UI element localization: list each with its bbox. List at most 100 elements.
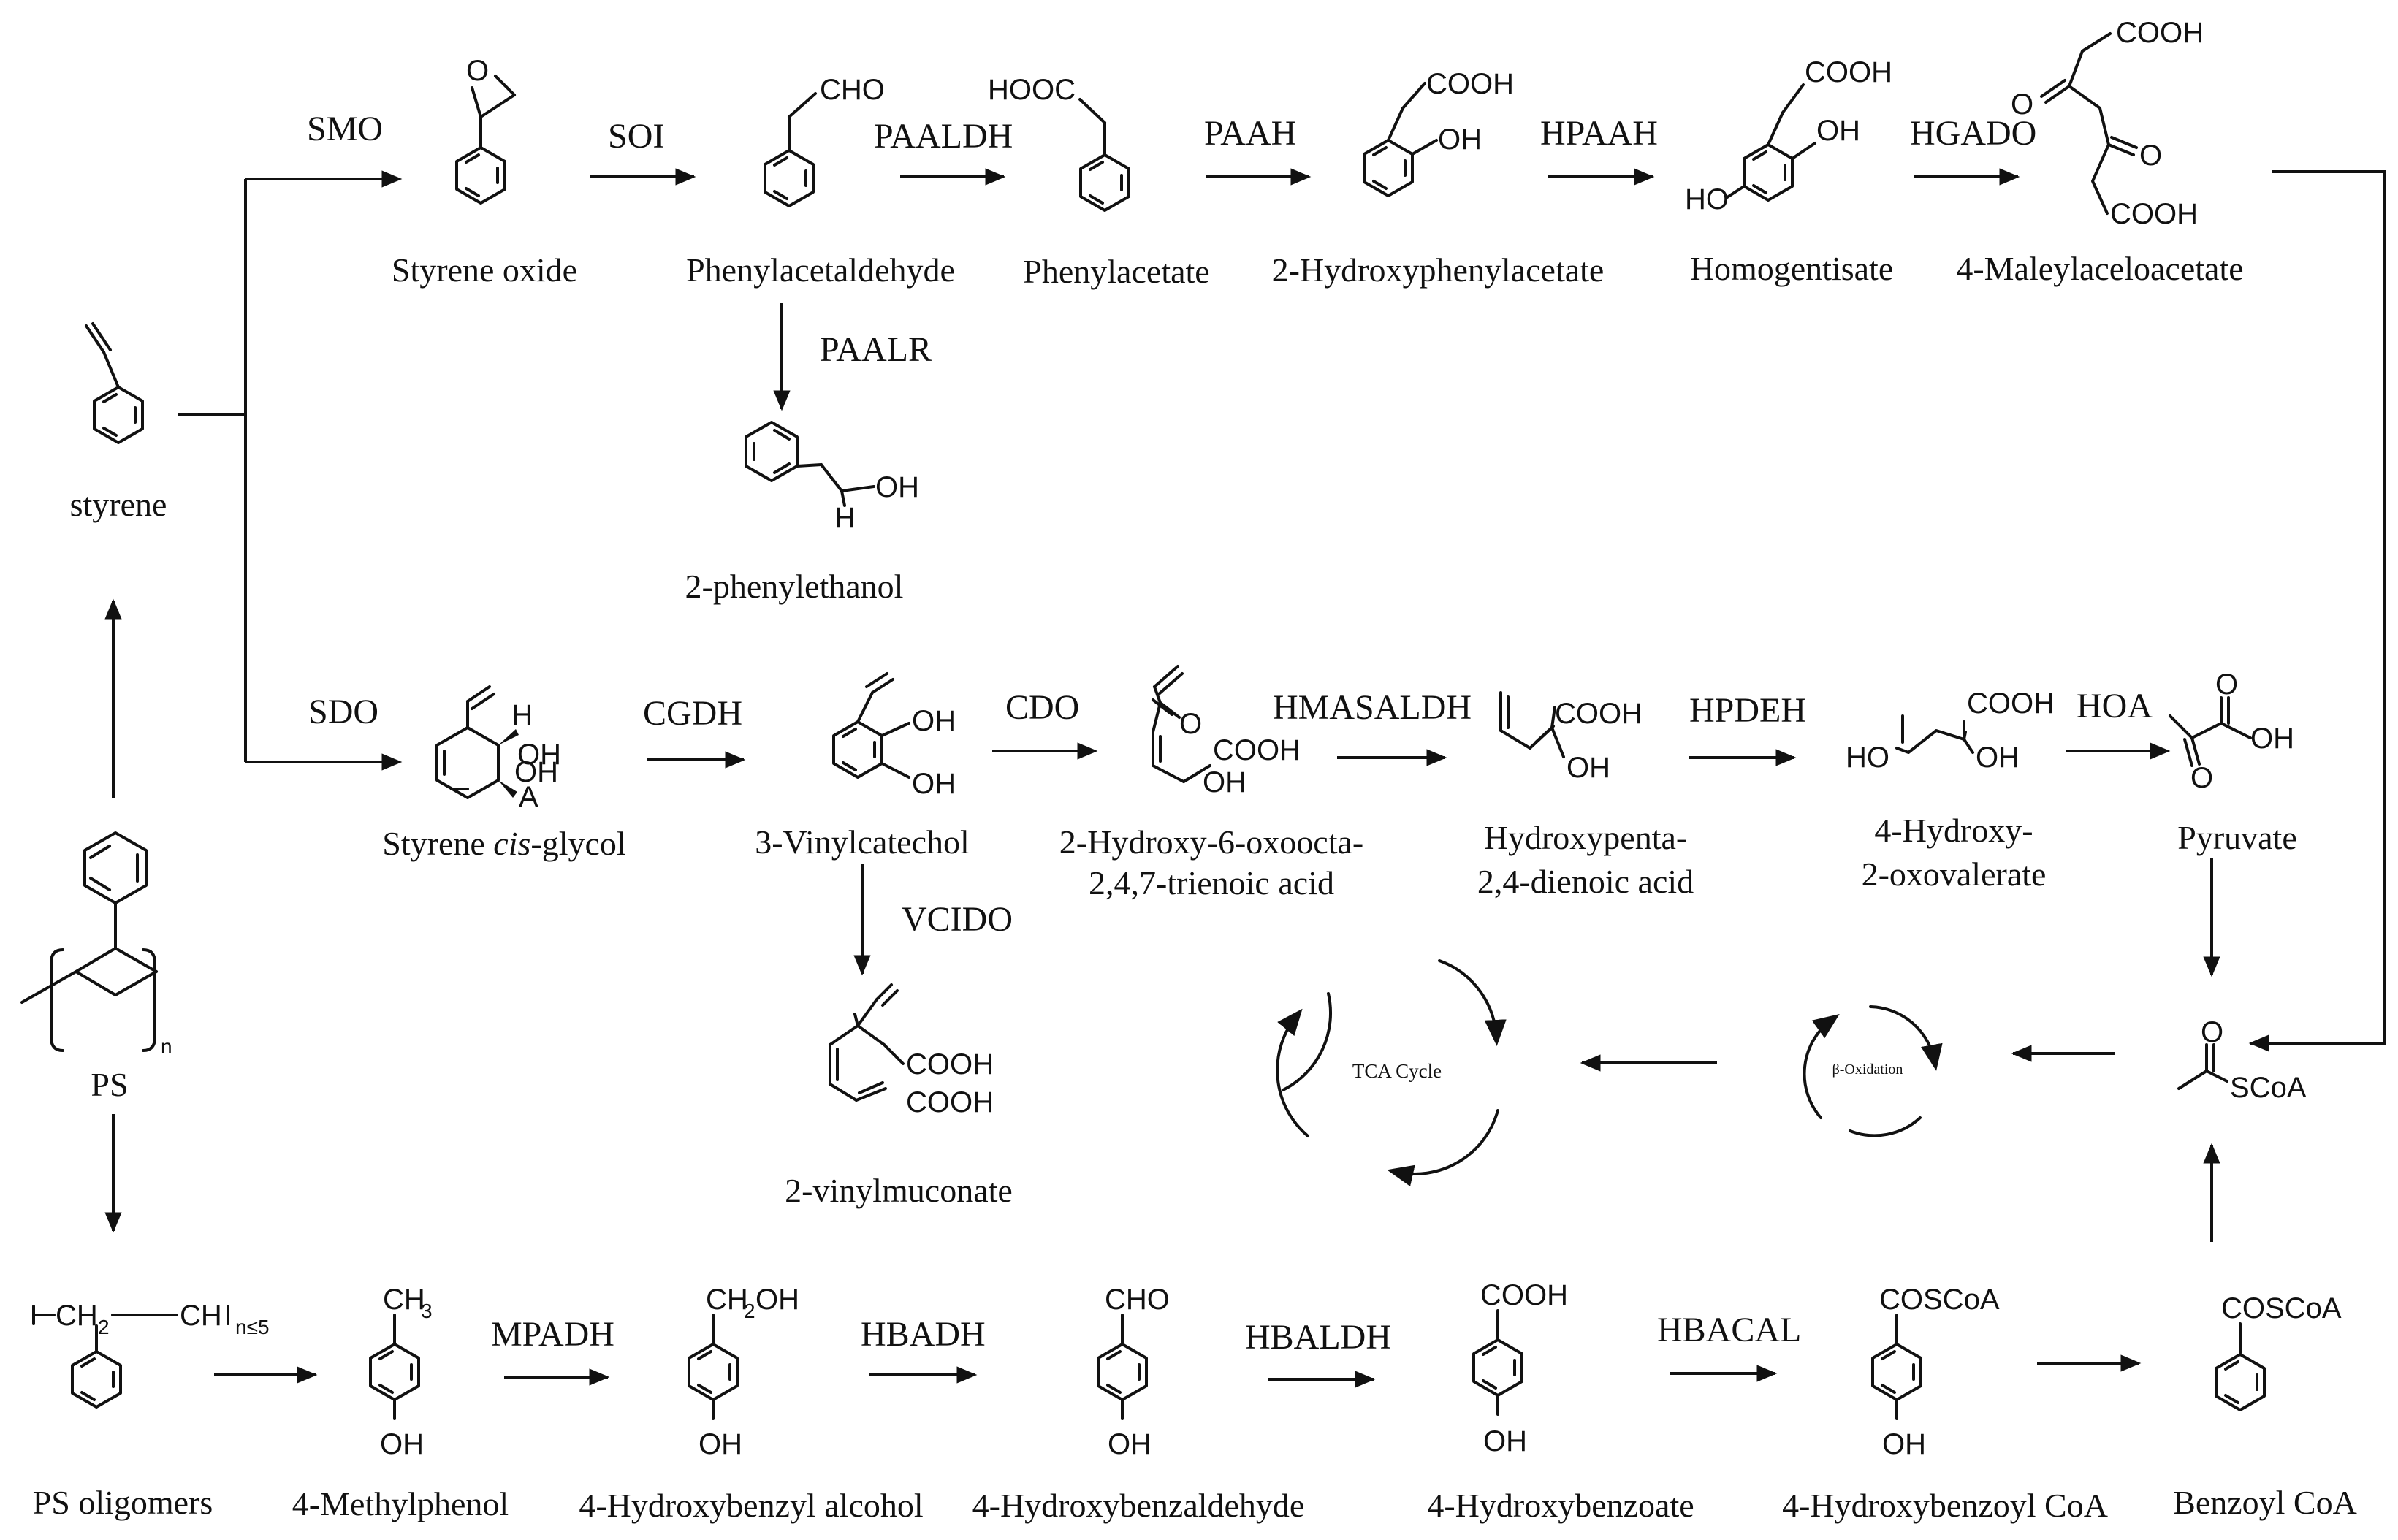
branch-lines [178,170,2386,1052]
structure-styrene [85,322,144,444]
label-homogentisate: Homogentisate [1690,250,1894,287]
label-benzoyl-coa: Benzoyl CoA [2173,1484,2357,1521]
pyruvate-o-1: O [2190,762,2213,794]
structure-4-hydroxybenzoyl-coa: COSCoA OH [1871,1284,2000,1460]
structure-2-phenylethanol: OH H [745,421,919,534]
glycol-oh-1: OH [517,739,561,771]
label-hot-acid-line2: 2,4,7-trienoic acid [1089,864,1334,901]
label-styrene-oxide: Styrene oxide [392,251,577,289]
structure-phenylacetaldehyde: CHO [764,74,885,207]
styrene-oxide-o: O [466,55,489,87]
mal-cooh-top: COOH [2116,17,2204,49]
hpa-oh: OH [1438,123,1482,156]
structure-4-hydroxybenzoate: COOH OH [1472,1279,1568,1457]
structure-homogentisate: COOH OH HO [1685,56,1892,216]
structure-3-vinylcatechol: OH OH [832,672,956,800]
label-phenylethanol: 2-phenylethanol [685,568,904,605]
compound-labels: styrene PS PS oligomers Styrene oxide Ph… [33,250,2357,1524]
hpd-cooh: COOH [1555,698,1643,730]
arrow-maleylacetoacetate-to-acetylcoa [2248,170,2386,1052]
structure-ps: n [20,831,172,1058]
homogentisate-cooh: COOH [1805,56,1892,88]
glycol-a: A [519,781,538,813]
vinylmuconate-cooh-2: COOH [906,1086,994,1118]
label-vinylmuconate: 2-vinylmuconate [785,1172,1013,1209]
structure-vinylmuconate: COOH COOH [829,983,994,1118]
label-phenylacetaldehyde: Phenylacetaldehyde [686,251,955,289]
enzyme-paah: PAAH [1204,114,1296,153]
hbzcoa-oh: OH [1882,1428,1926,1460]
phenylacetaldehyde-cho: CHO [820,74,885,106]
hov-ho: HO [1846,742,1889,774]
label-hydroxyphenylacetate: 2-Hydroxyphenylacetate [1272,251,1605,289]
label-hot-acid-line1: 2-Hydroxy-6-oxoocta- [1059,823,1363,861]
enzyme-hbacal: HBACAL [1657,1311,1801,1349]
methylphenol-ch3: CH [383,1284,425,1316]
enzyme-hbaldh: HBALDH [1245,1318,1391,1357]
vinylcatechol-oh-2: OH [912,768,956,800]
structure-styrene-oxide: O [455,55,516,205]
enzyme-cdo: CDO [1005,688,1079,727]
enzyme-labels: SMO SOI PAALDH PAAH HPAAH HGADO PAALR SD… [307,110,2153,1357]
structure-styrene-cis-glycol: H OH OH A [435,685,561,813]
mal-o-1: O [2011,88,2033,121]
structure-4-hydroxybenzyl-alcohol: CH 2 OH OH [688,1284,799,1460]
hov-cooh: COOH [1967,687,2055,720]
methylphenol-oh: OH [380,1428,424,1460]
hbald-cho: CHO [1105,1284,1170,1316]
methylphenol-subscript-3: 3 [421,1300,433,1322]
phenylacetate-hooc: HOOC [988,74,1076,106]
acetylcoa-scoa: SCoA [2230,1072,2307,1104]
beta-oxidation-label: β-Oxidation [1832,1061,1903,1078]
enzyme-sdo: SDO [308,693,378,731]
enzyme-cgdh: CGDH [643,694,742,733]
label-hydroxybenzoate: 4-Hydroxybenzoate [1427,1487,1694,1524]
label-ps-oligomers: PS oligomers [33,1484,213,1521]
enzyme-smo: SMO [307,110,383,148]
label-hpd-acid-line1: Hydroxypenta- [1484,819,1687,856]
enzyme-hbadh: HBADH [861,1315,986,1354]
hpd-oh: OH [1567,752,1610,784]
enzyme-paalr: PAALR [820,330,932,369]
structure-maleylacetoacetate: COOH O O COOH [2011,17,2204,230]
enzyme-hoa: HOA [2077,687,2153,725]
acetylcoa-o: O [2201,1016,2223,1048]
label-styrene-cis-glycol-c: -glycol [530,825,625,862]
label-hov-line2: 2-oxovalerate [1862,855,2047,893]
structure-hov: HO COOH OH [1846,687,2055,774]
hov-oh: OH [1976,742,2020,774]
structure-phenylacetate: HOOC [988,74,1130,212]
label-methylphenol: 4-Methylphenol [292,1485,509,1522]
homogentisate-ho: HO [1685,183,1729,216]
label-hydroxybenzyl-alcohol: 4-Hydroxybenzyl alcohol [579,1487,923,1524]
hot-oh: OH [1203,766,1246,798]
structure-2-hydroxyphenylacetate: COOH OH [1363,68,1514,197]
mal-cooh-bottom: COOH [2110,198,2198,230]
mal-o-2: O [2139,140,2162,172]
oligomer-ch2: CH [56,1300,98,1332]
enzyme-hpaah: HPAAH [1540,114,1658,153]
label-pyruvate: Pyruvate [2177,819,2297,856]
enzyme-hgado: HGADO [1910,114,2036,153]
structure-4-methylphenol: CH 3 OH [369,1284,433,1460]
glycol-h: H [511,699,533,731]
enzyme-hpdeh: HPDEH [1689,691,1806,730]
label-styrene: styrene [70,486,167,523]
structure-hot-acid: O COOH OH [1152,665,1301,798]
glycol-oh-2: OH [514,756,558,788]
label-hydroxybenzaldehyde: 4-Hydroxybenzaldehyde [972,1487,1305,1524]
phenylethanol-h: H [834,502,856,534]
hba-ch2oh: CH [706,1284,748,1316]
structure-pyruvate: O O OH [2169,668,2294,794]
label-hov-line1: 4-Hydroxy- [1874,812,2033,849]
oligomer-subscript-2: 2 [98,1316,110,1338]
pyruvate-o-2: O [2215,668,2238,701]
hbz-oh: OH [1483,1425,1527,1457]
oligomer-subscript-n5: n≤5 [235,1316,270,1338]
label-hpd-acid-line2: 2,4-dienoic acid [1477,863,1694,900]
structure-acetyl-coa: O SCoA [2177,1016,2307,1104]
beta-oxidation-cycle: β-Oxidation [1803,1005,1943,1137]
label-vinylcatechol: 3-Vinylcatechol [755,823,970,861]
phenylethanol-oh: OH [875,471,919,503]
